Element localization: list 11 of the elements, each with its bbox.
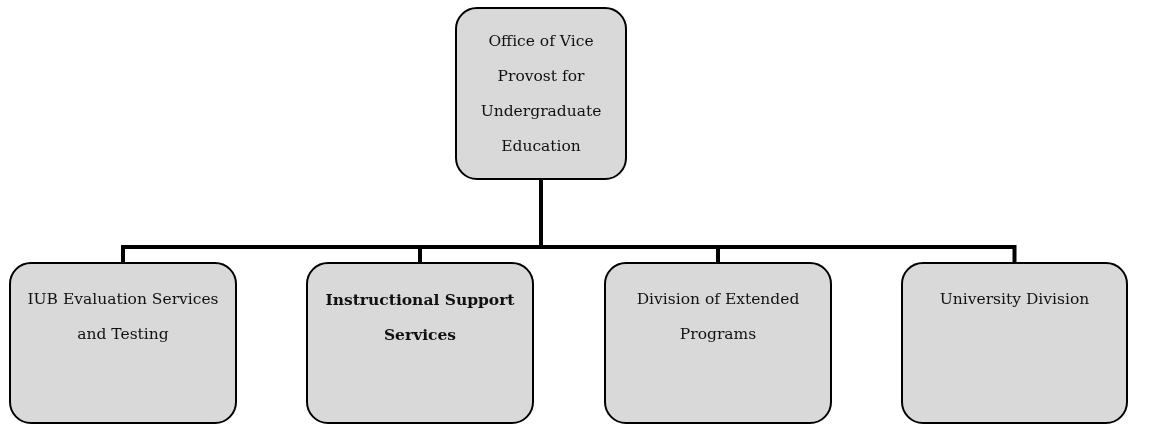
org-unit-box xyxy=(9,262,237,424)
unit-name: IUB Evaluation Services and Testing xyxy=(26,289,220,345)
unit-name: University Division xyxy=(939,289,1090,310)
org-unit-box xyxy=(306,262,534,424)
unit-name: Office of Vice Provost for Undergraduate Education xyxy=(479,30,603,157)
unit-name: Division of Extended Programs xyxy=(635,289,801,345)
org-unit-box xyxy=(455,7,627,180)
connector-line xyxy=(539,180,1017,262)
org-unit-box xyxy=(604,262,832,424)
org-unit-box xyxy=(901,262,1128,424)
unit-name: Instructional Support Services xyxy=(324,289,516,346)
